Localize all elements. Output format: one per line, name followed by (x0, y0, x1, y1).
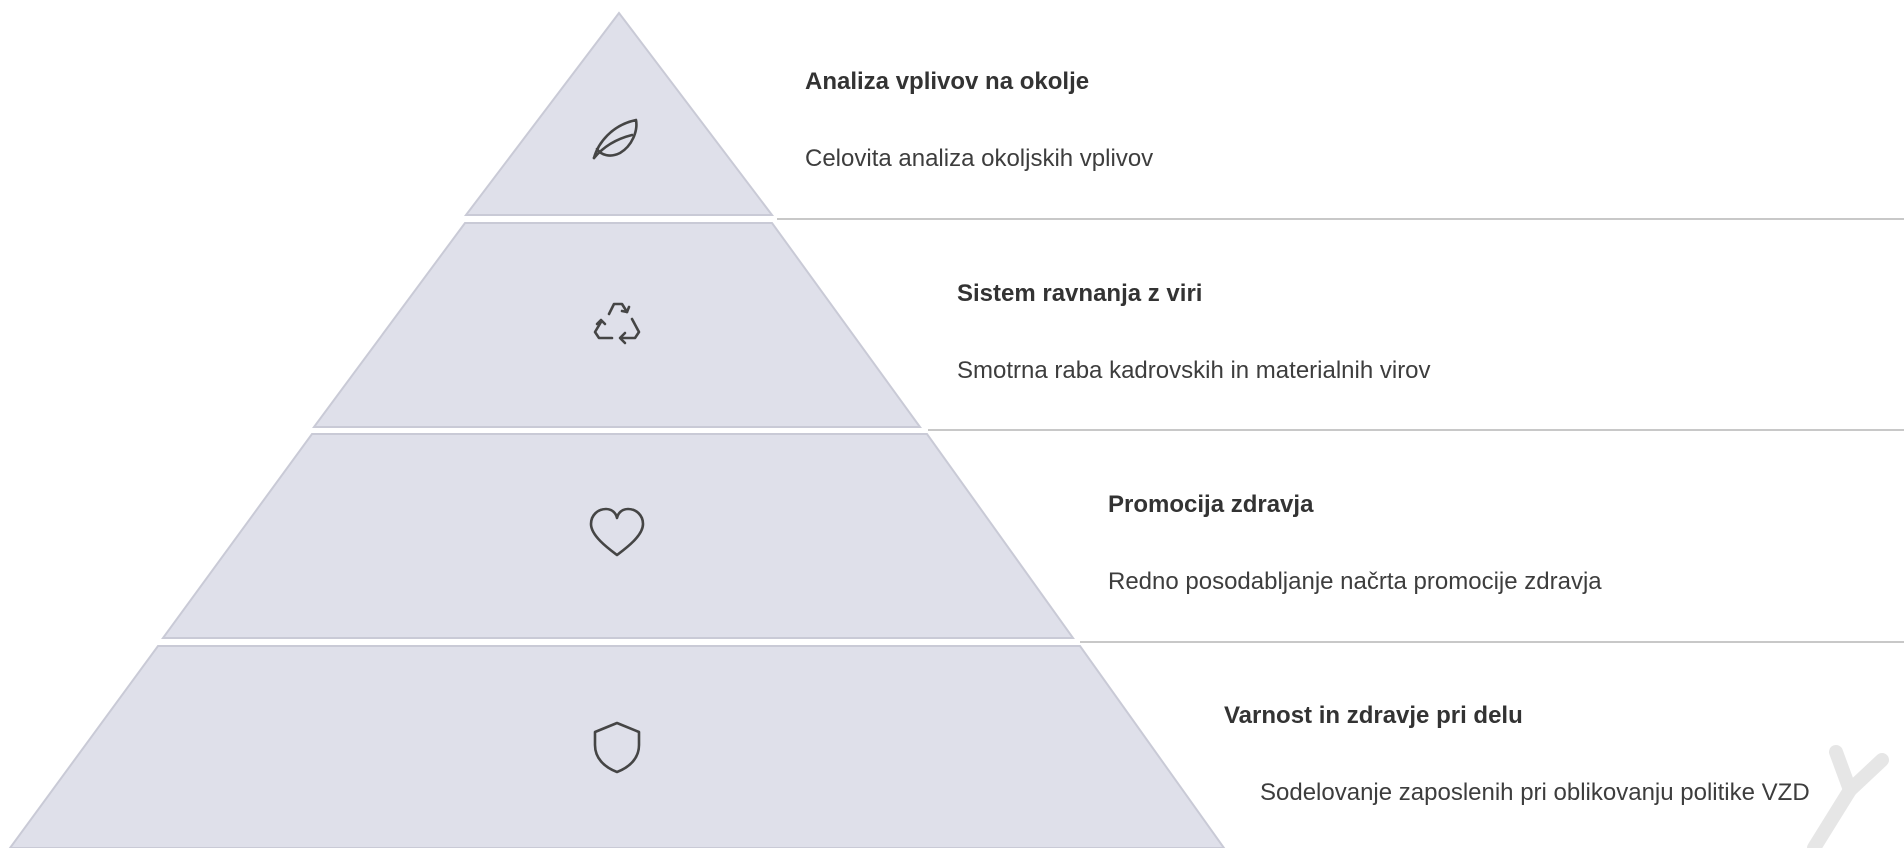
level-1-description: Celovita analiza okoljskih vplivov (805, 145, 1154, 172)
pyramid-tier-1 (463, 11, 775, 216)
decorative-watermark (1807, 745, 1889, 848)
level-2-title: Sistem ravnanja z viri (957, 280, 1203, 307)
level-1-title: Analiza vplivov na okolje (805, 68, 1090, 95)
pyramid-tier-3 (161, 433, 1075, 639)
heart-icon (589, 507, 645, 557)
leaf-icon (592, 118, 638, 160)
pyramid-tier-4 (8, 645, 1226, 848)
recycle-icon (593, 302, 641, 345)
level-4-title: Varnost in zdravje pri delu (1224, 702, 1523, 729)
level-3-description: Redno posodabljanje načrta promocije zdr… (1108, 568, 1602, 595)
level-2-description: Smotrna raba kadrovskih in materialnih v… (957, 357, 1431, 384)
pyramid-tier-2 (312, 222, 922, 428)
level-3-title: Promocija zdravja (1108, 491, 1314, 518)
shield-icon (593, 721, 641, 774)
level-4-description: Sodelovanje zaposlenih pri oblikovanju p… (1260, 779, 1810, 806)
